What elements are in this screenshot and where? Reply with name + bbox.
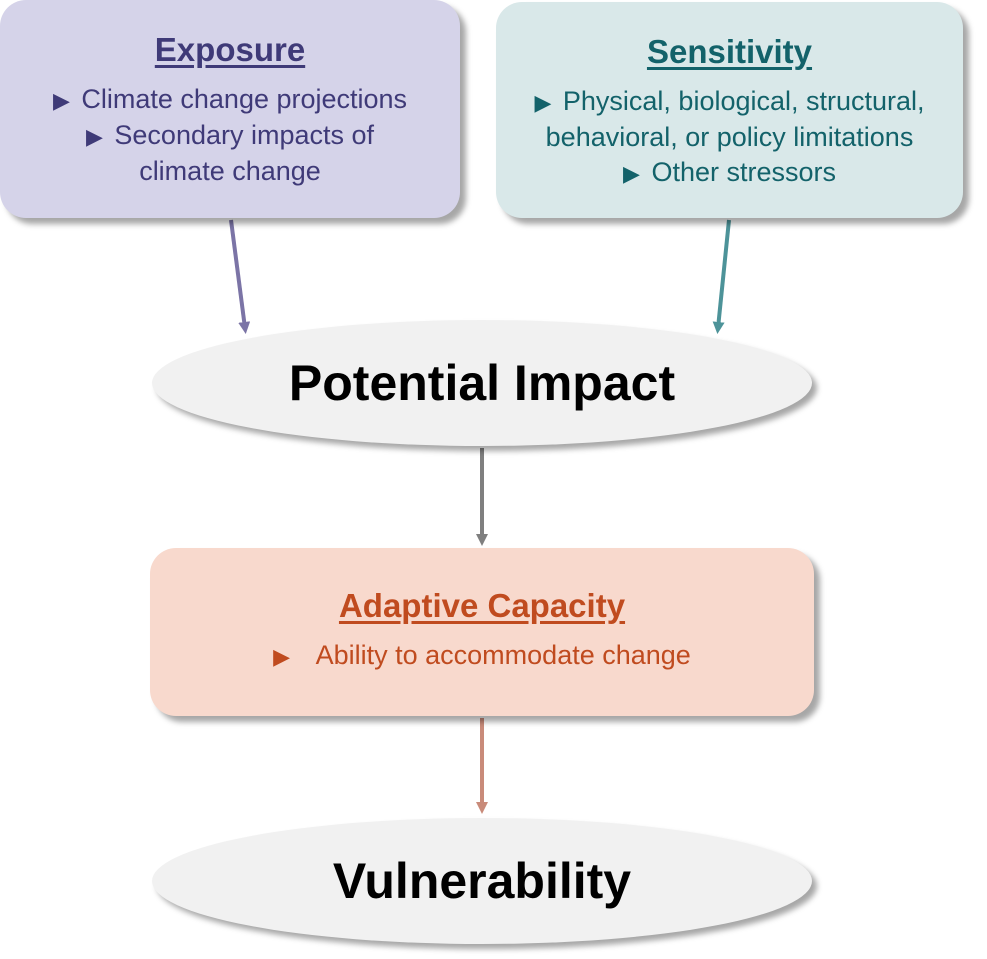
exposure-title: Exposure [154,31,306,68]
exposure-item-continuation: climate change [0,154,460,189]
adaptive-capacity-item-text: Ability to accommodate change [315,640,691,670]
triangle-bullet-icon: ▶ [534,90,552,115]
exposure-item-text: climate change [139,156,321,186]
triangle-bullet-icon: ▶ [623,161,640,186]
exposure-item: ▶ Secondary impacts of [0,118,460,154]
vulnerability-node: Vulnerability [152,818,812,944]
sensitivity-box: Sensitivity ▶ Physical, biological, stru… [496,2,963,218]
adaptive-capacity-item: ▶ Ability to accommodate change [150,638,814,674]
potential-impact-label: Potential Impact [288,355,676,411]
arrow-exposure-to-impact [229,219,251,334]
sensitivity-title: Sensitivity [646,33,813,70]
exposure-item-text: Climate change projections [81,84,408,114]
triangle-bullet-icon: ▶ [52,88,70,113]
sensitivity-item-text: Other stressors [651,157,836,187]
exposure-item-text: Secondary impacts of [114,120,375,150]
exposure-item: ▶ Climate change projections [0,82,460,118]
exposure-items: ▶ Climate change projections ▶ Secondary… [0,82,460,189]
sensitivity-item-text: behavioral, or policy limitations [545,122,914,152]
exposure-box: Exposure ▶ Climate change projections ▶ … [0,0,460,218]
sensitivity-item-continuation: behavioral, or policy limitations [496,120,963,155]
sensitivity-item: ▶ Other stressors [496,155,963,191]
potential-impact-node: Potential Impact [152,320,812,446]
adaptive-capacity-box: Adaptive Capacity ▶ Ability to accommoda… [150,548,814,716]
sensitivity-items: ▶ Physical, biological, structural, beha… [496,84,963,191]
arrow-sensitivity-to-impact [712,219,731,334]
adaptive-capacity-title: Adaptive Capacity [338,587,626,624]
triangle-bullet-icon: ▶ [85,124,103,149]
vulnerability-label: Vulnerability [332,853,632,909]
triangle-bullet-icon: ▶ [273,644,291,669]
sensitivity-item: ▶ Physical, biological, structural, [496,84,963,120]
sensitivity-item-text: Physical, biological, structural, [562,86,925,116]
adaptive-capacity-items: ▶ Ability to accommodate change [150,638,814,674]
